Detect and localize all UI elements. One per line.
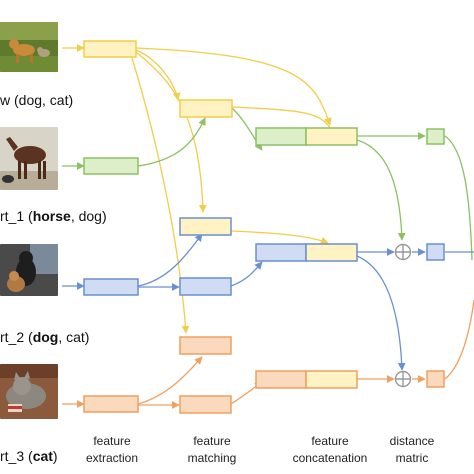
concat-box-2	[255, 243, 358, 262]
support-1-edges	[62, 107, 473, 261]
edge-concat-1-to-distance-1	[356, 139, 406, 241]
distance-operator-3	[394, 370, 412, 388]
edge-match-1-to-concat-1	[231, 106, 331, 129]
caption-support-2: rt_2 (dog, cat)	[0, 329, 90, 345]
edge-metric-1-out	[444, 135, 473, 261]
caption-support-3: rt_3 (cat)	[0, 448, 58, 464]
distance-operator-2	[394, 243, 412, 261]
support-2-edges	[62, 233, 474, 371]
edge-query-to-match-3	[131, 57, 190, 334]
caption-query: w (dog, cat)	[0, 92, 74, 108]
query-dog-cat-image	[0, 22, 58, 72]
edge-query-to-match-2	[135, 51, 207, 213]
edge-match-2-to-concat-2	[230, 230, 329, 245]
edge-support-2-extract-to-match-a	[137, 233, 203, 287]
metric-box-2	[426, 243, 445, 261]
edge-concat-2-to-distance-2	[356, 255, 406, 371]
metric-box-1	[426, 128, 445, 145]
matching-box-query-3	[179, 336, 232, 355]
edge-support-1-extract-to-match	[137, 117, 206, 167]
concat-box-3	[255, 370, 358, 389]
matching-box-query-1	[179, 99, 233, 118]
extraction-box-support-2	[83, 278, 139, 296]
extraction-box-support-3	[83, 395, 139, 413]
support-2-dog-cat-image	[0, 244, 58, 296]
matching-box-support-3	[179, 395, 232, 414]
support-3-cat-image	[0, 364, 58, 419]
edge-match-to-concat-2	[230, 261, 263, 287]
matching-box-support-2	[179, 277, 232, 296]
extraction-box-support-1	[83, 157, 139, 175]
edge-match-to-concat-1	[231, 107, 263, 151]
edge-query-to-concat-1	[135, 47, 332, 126]
query-edges	[62, 44, 332, 334]
caption-support-1: rt_1 (horse, dog)	[0, 208, 107, 224]
support-1-horse-dog-image	[0, 127, 58, 190]
concat-box-1	[255, 127, 358, 146]
support-3-edges	[62, 299, 474, 409]
matching-box-query-2	[179, 217, 232, 236]
metric-box-3	[426, 370, 445, 388]
extraction-box-query	[83, 40, 137, 58]
edge-support-3-extract-to-match-a	[137, 356, 203, 405]
edge-metric-3-out	[444, 299, 474, 380]
